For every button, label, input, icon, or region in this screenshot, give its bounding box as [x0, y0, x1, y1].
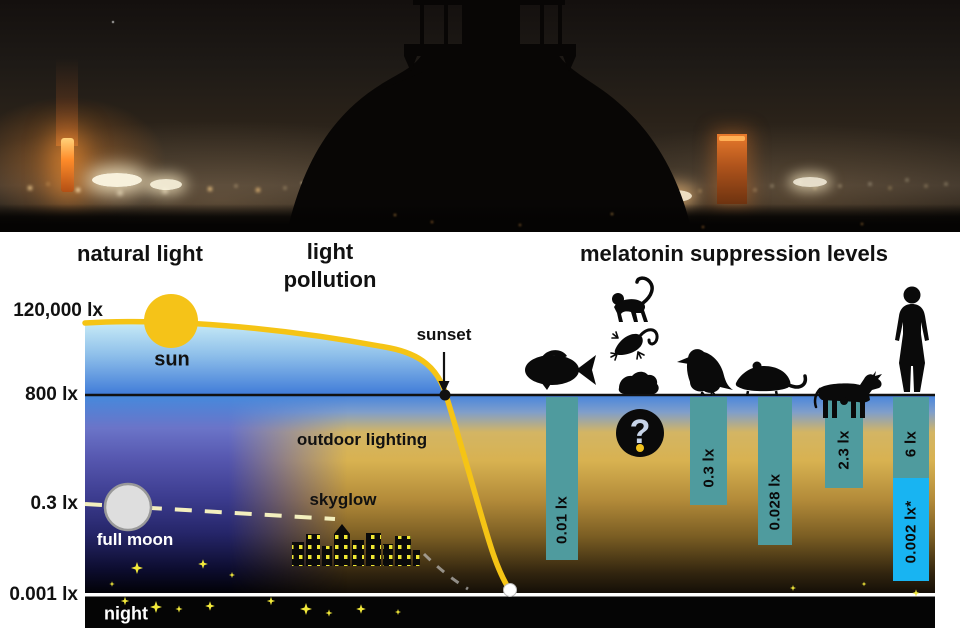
- orange-tower-right: [717, 134, 747, 204]
- question-mark-dot: [636, 444, 644, 452]
- sun-label: sun: [154, 348, 190, 371]
- heading-light-pollution: light pollution: [283, 239, 377, 292]
- skyglow-label: skyglow: [309, 490, 377, 509]
- axis-label-full-moon: 0.3 lx: [30, 493, 78, 514]
- city-skyline: [292, 524, 420, 566]
- daylight-sky-region: [85, 321, 446, 395]
- sun-shape: [144, 294, 198, 348]
- dome-silhouette: [287, 0, 692, 232]
- axis-label-sunset: 800 lx: [25, 384, 78, 405]
- axis-label-daylight: 120,000 lx: [13, 300, 103, 321]
- rat-icon: [735, 361, 808, 396]
- night-endpoint: [503, 583, 517, 597]
- sunset-point: [439, 389, 451, 401]
- sunset-label: sunset: [416, 325, 472, 344]
- bar-label-human-starlight: 0.002 lx*: [902, 500, 920, 564]
- frog-icon: [618, 371, 659, 394]
- fish-icon: [525, 350, 596, 390]
- question-mark-glyph: ?: [629, 413, 651, 451]
- tower-light-beam: [56, 58, 78, 146]
- glowing-tower-left: [61, 138, 74, 192]
- outdoor-lighting-label: outdoor lighting: [296, 430, 428, 449]
- bar-label-human: 6 lx: [902, 430, 920, 458]
- question-mark-badge: ?: [616, 409, 664, 457]
- cow-icon: [813, 371, 882, 418]
- heading-melatonin: melatonin suppression levels: [579, 241, 889, 266]
- bar-label-cow: 2.3 lx: [835, 430, 853, 470]
- bright-cluster-right: [793, 177, 827, 187]
- full-moon-label: full moon: [96, 530, 174, 549]
- bright-cluster-left: [92, 173, 142, 187]
- bar-label-fish: 0.01 lx: [553, 496, 571, 544]
- bright-cluster-left2: [150, 179, 182, 190]
- night-band: [85, 596, 935, 628]
- dome-shape: [287, 46, 692, 232]
- bar-raven: [690, 397, 727, 505]
- bar-human-starlight: [893, 478, 929, 581]
- axis-label-night: 0.001 lx: [9, 584, 78, 605]
- full-moon-shape: [103, 482, 153, 532]
- twilight-dashed-line: [422, 552, 469, 591]
- night-city-photo: [0, 0, 960, 232]
- sunset-arrowhead: [438, 381, 450, 393]
- suppression-bars: [546, 397, 929, 581]
- bar-fish: [546, 397, 578, 560]
- raven-icon: [677, 349, 733, 396]
- bar-human: [893, 397, 929, 478]
- lizard-icon: [610, 328, 659, 361]
- monkey-icon: [612, 276, 654, 322]
- bar-rat: [758, 397, 792, 545]
- plot-canvas: [82, 294, 935, 628]
- bar-label-rat: 0.028 lx: [766, 473, 784, 531]
- bar-label-raven: 0.3 lx: [700, 448, 718, 488]
- bar-cow: [825, 397, 863, 488]
- daylight-curve: [82, 318, 512, 592]
- heading-natural-light: natural light: [77, 241, 203, 266]
- night-label: night: [104, 603, 148, 624]
- foreground-ridge: [0, 204, 960, 232]
- light-pollution-diagram: natural light light pollution melatonin …: [0, 232, 960, 640]
- human-icon: [895, 286, 929, 392]
